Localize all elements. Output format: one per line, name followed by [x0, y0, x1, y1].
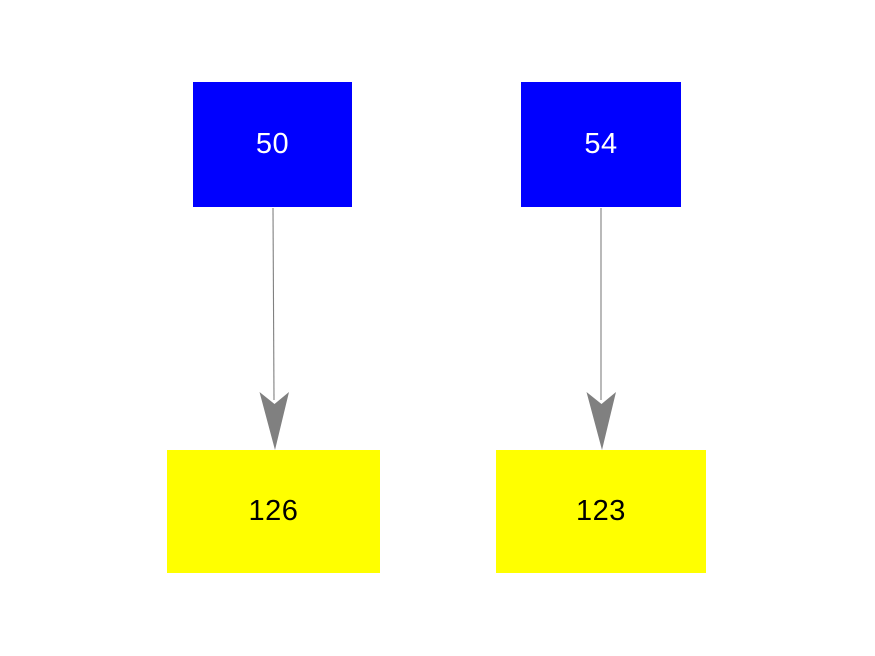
node-label: 50 [255, 128, 290, 160]
edge-n50-n126[interactable] [259, 207, 290, 450]
arrowhead-icon [259, 392, 289, 450]
node-label: 54 [584, 128, 618, 160]
arrowhead-icon [586, 392, 616, 450]
node-label: 126 [248, 495, 299, 527]
node-label: 123 [576, 495, 626, 527]
node-126[interactable]: 126 [167, 450, 380, 573]
node-123[interactable]: 123 [496, 450, 706, 573]
node-54[interactable]: 54 [521, 82, 681, 207]
edge-line [272, 207, 275, 401]
node-50[interactable]: 50 [193, 82, 352, 207]
edge-n54-n123[interactable] [586, 208, 617, 450]
